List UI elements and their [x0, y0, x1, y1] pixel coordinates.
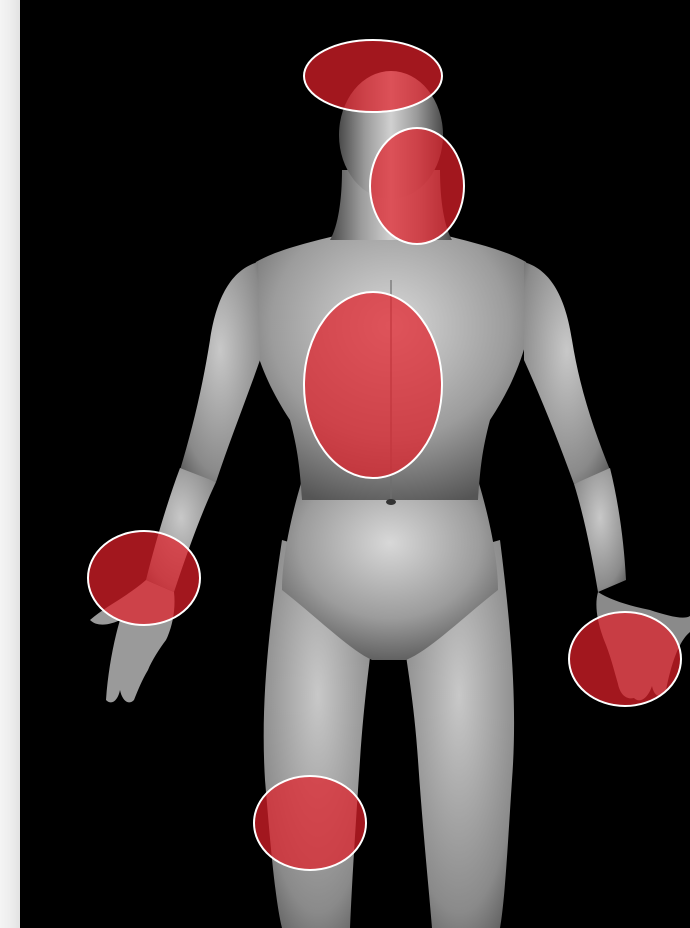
left-margin-strip: [0, 0, 20, 928]
head-zone[interactable]: [304, 40, 442, 112]
chest-zone[interactable]: [304, 292, 442, 478]
knee-zone[interactable]: [254, 776, 366, 870]
left-forearm: [574, 468, 626, 592]
body-map-canvas: [20, 0, 690, 928]
left-hand-zone[interactable]: [569, 612, 681, 706]
navel: [386, 499, 396, 505]
neck-zone[interactable]: [370, 128, 464, 244]
body-map-svg: [20, 0, 690, 928]
left-upper-arm: [524, 262, 610, 484]
right-wrist-zone[interactable]: [88, 531, 200, 625]
right-upper-arm: [180, 262, 260, 482]
